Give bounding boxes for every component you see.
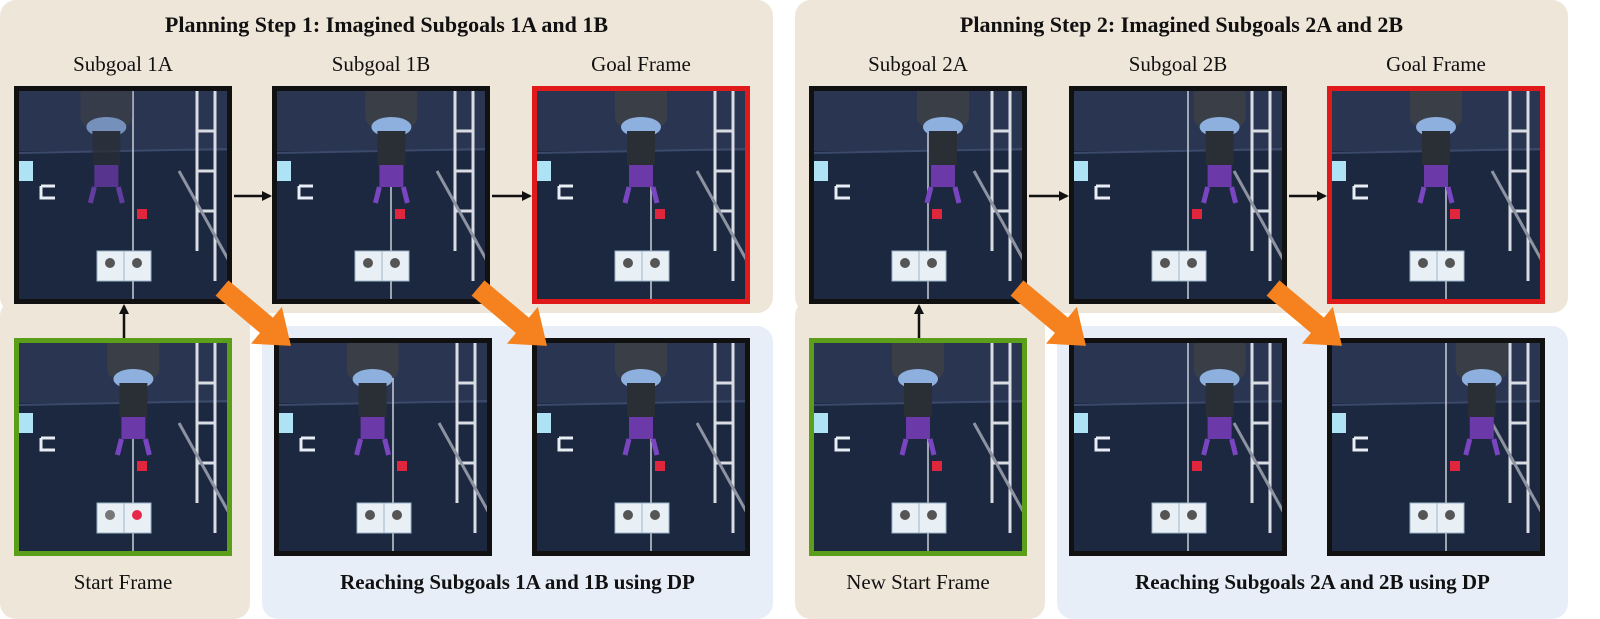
new-start-frame-label: New Start Frame (809, 570, 1027, 595)
scene-illustration (814, 91, 1022, 299)
goal-frame-2-image (1327, 86, 1545, 304)
subgoal-1b-image (272, 86, 490, 304)
reaching-2b-image (1327, 338, 1545, 556)
scene-illustration (814, 343, 1022, 551)
scene-illustration (537, 91, 745, 299)
subgoal-2b-image (1069, 86, 1287, 304)
planning-step-2-title: Planning Step 2: Imagined Subgoals 2A an… (795, 12, 1568, 38)
new-start-frame-image (809, 338, 1027, 556)
scene-illustration (19, 343, 227, 551)
subgoal-1a-label: Subgoal 1A (14, 52, 232, 77)
scene-illustration (1332, 343, 1540, 551)
reaching-1a-image (274, 338, 492, 556)
planning-step-1-title: Planning Step 1: Imagined Subgoals 1A an… (0, 12, 773, 38)
scene-illustration (19, 91, 227, 299)
start-frame-image (14, 338, 232, 556)
start-frame-label: Start Frame (14, 570, 232, 595)
goal-frame-label-2: Goal Frame (1327, 52, 1545, 77)
scene-illustration (1074, 343, 1282, 551)
reaching-title-1: Reaching Subgoals 1A and 1B using DP (262, 570, 773, 595)
subgoal-1b-label: Subgoal 1B (272, 52, 490, 77)
subgoal-2a-label: Subgoal 2A (809, 52, 1027, 77)
scene-illustration (1074, 91, 1282, 299)
goal-frame-label-1: Goal Frame (532, 52, 750, 77)
scene-illustration (1332, 91, 1540, 299)
scene-illustration (279, 343, 487, 551)
reaching-1b-image (532, 338, 750, 556)
subgoal-1a-image (14, 86, 232, 304)
reaching-title-2: Reaching Subgoals 2A and 2B using DP (1057, 570, 1568, 595)
scene-illustration (537, 343, 745, 551)
subgoal-2a-image (809, 86, 1027, 304)
scene-illustration (277, 91, 485, 299)
subgoal-2b-label: Subgoal 2B (1069, 52, 1287, 77)
goal-frame-1-image (532, 86, 750, 304)
reaching-2a-image (1069, 338, 1287, 556)
